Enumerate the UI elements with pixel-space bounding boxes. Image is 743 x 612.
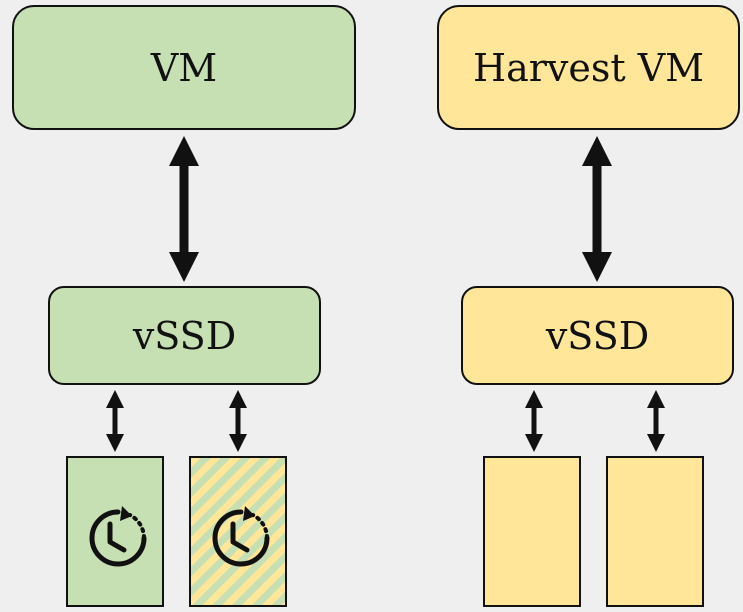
arrow-vssd-chip-r1	[525, 390, 543, 452]
flash-chip-r1	[483, 456, 581, 607]
vm-label: VM	[150, 45, 218, 90]
clock-history-icon	[89, 506, 147, 567]
arrow-vssd-chip-r2	[647, 390, 665, 452]
arrow-vssd-chip-l2	[229, 390, 247, 452]
striped-fill	[191, 458, 285, 605]
harvest-vm-label: Harvest VM	[472, 45, 705, 90]
vssd-box-right: vSSD	[461, 286, 734, 385]
flash-chip-r2	[606, 456, 704, 607]
flash-chip-l2-shared	[189, 456, 287, 607]
arrow-vssd-chip-l1	[106, 390, 124, 452]
arrow-vm-vssd-right	[582, 136, 612, 282]
arrow-vm-vssd-left	[169, 136, 199, 282]
harvest-vm-box: Harvest VM	[437, 5, 740, 130]
clock-history-icon	[212, 506, 270, 567]
vm-box: VM	[12, 5, 356, 130]
flash-chip-l1	[66, 456, 164, 607]
vssd-label-right: vSSD	[545, 313, 650, 358]
vssd-box-left: vSSD	[48, 286, 321, 385]
vssd-label-left: vSSD	[132, 313, 237, 358]
